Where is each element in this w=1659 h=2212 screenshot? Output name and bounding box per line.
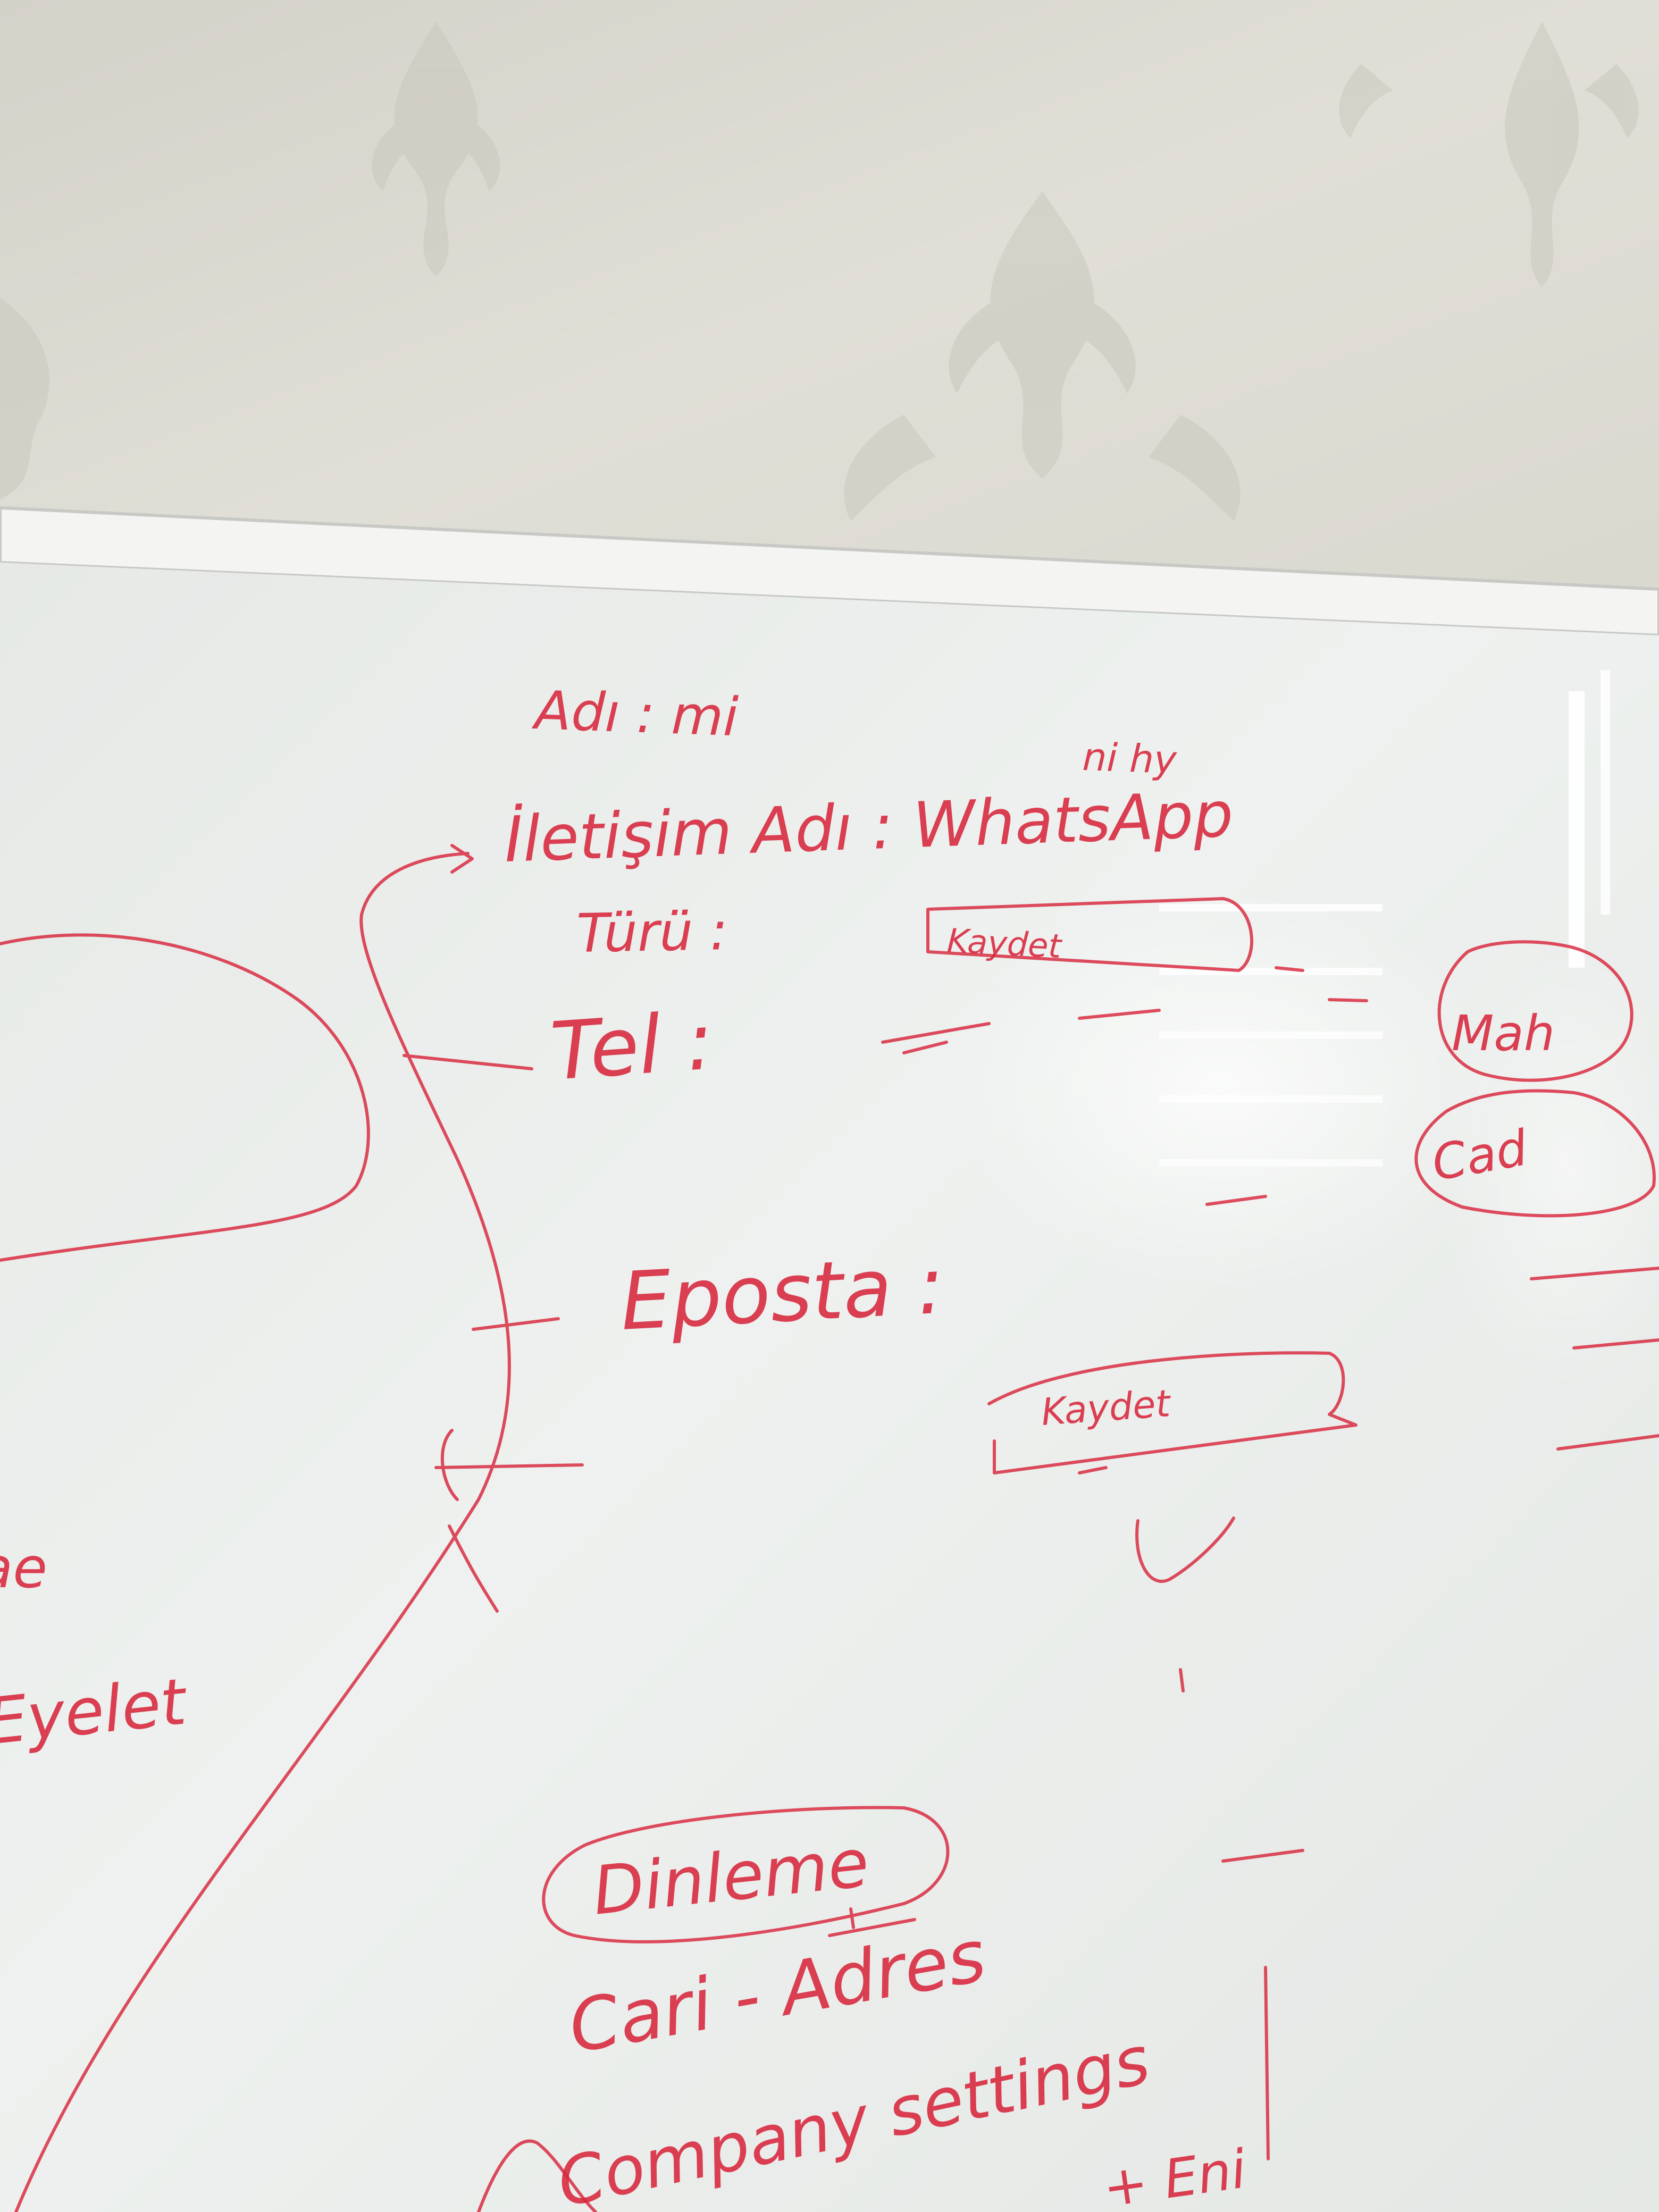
kaydet-box-stroke: [926, 897, 1253, 972]
window-reflection: [946, 670, 1659, 1393]
small-curve-stroke: [440, 1429, 459, 1501]
line-turu: Türü :: [576, 900, 728, 965]
whiteboard-frame: [0, 506, 1659, 638]
tick-lower-stroke: [434, 1463, 584, 1469]
wallpaper-damask-pattern: [0, 21, 1639, 521]
hook-stroke: [1135, 1516, 1235, 1583]
open-arc-stroke: [448, 1524, 499, 1613]
arrow-head-stroke: [450, 844, 474, 874]
left-fragment-1: ae: [0, 1536, 47, 1601]
line-tel: Tel :: [548, 995, 716, 1099]
bubble-mah-stroke: [1437, 940, 1633, 1082]
line-adi: Adı : mi: [531, 679, 739, 748]
bracket-curve-stroke: [14, 852, 511, 2212]
bubble-cad-stroke: [1414, 1089, 1656, 1218]
line-above-whatsapp: ni hy: [1082, 734, 1178, 782]
dinleme-oval-stroke: [542, 1806, 950, 1943]
line-eposta: Eposta :: [618, 1239, 946, 1348]
cari-dash-stroke: [828, 1918, 916, 1937]
left-loop-stroke: [0, 933, 370, 1262]
marker-drawings: [0, 844, 1659, 2212]
bottom-box-stroke: [987, 1351, 1358, 1474]
bubble-mah-label: Mah: [1452, 1005, 1555, 1062]
kaydet-box-label: Kaydet: [946, 921, 1063, 966]
tick-tel-stroke: [403, 1054, 533, 1070]
box-label-basku: Kaydet: [1040, 1381, 1172, 1434]
tick-eposta-stroke: [472, 1317, 560, 1331]
